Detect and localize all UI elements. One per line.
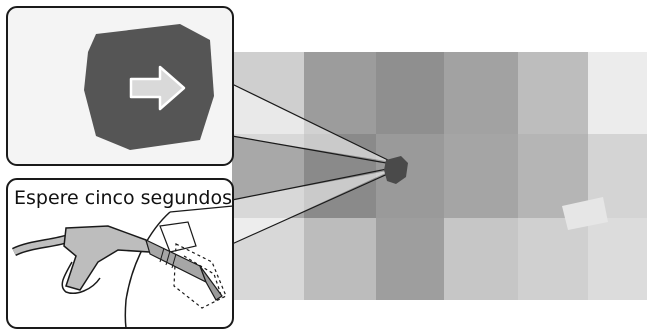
pixelated-background: [232, 52, 647, 300]
car-body-line: [124, 211, 171, 329]
location-marker: [384, 156, 408, 184]
caption-text: Espere cinco segundos: [14, 187, 232, 209]
bottom-panel: Espere cinco segundos: [6, 178, 234, 329]
arrow-right-icon: [129, 65, 186, 111]
callout-lines: [231, 83, 393, 245]
fuel-nozzle-icon: [11, 225, 223, 301]
light-patch: [562, 197, 608, 230]
filler-neck: [159, 221, 227, 309]
top-panel: [6, 6, 234, 166]
